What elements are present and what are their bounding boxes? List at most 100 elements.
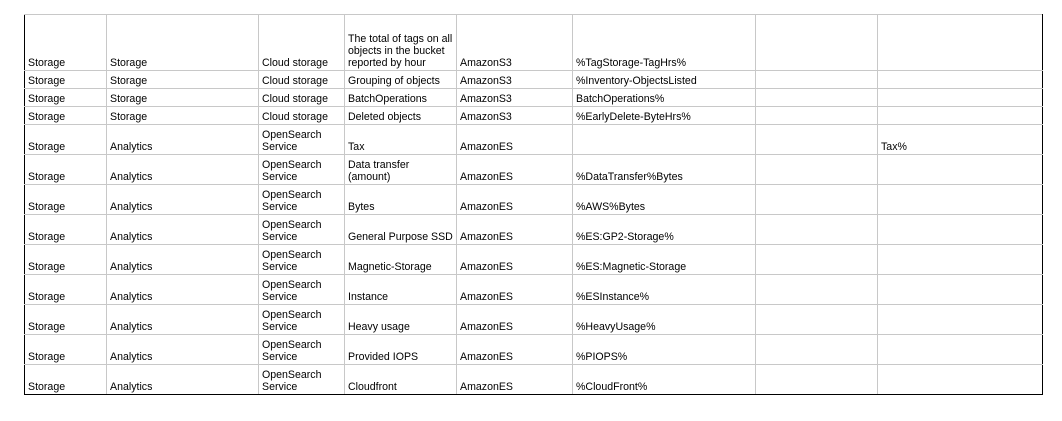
cell[interactable]: Storage xyxy=(106,88,259,107)
cell[interactable]: Storage xyxy=(24,14,107,71)
cell[interactable]: AmazonES xyxy=(456,244,573,275)
cell[interactable]: Tax% xyxy=(877,124,1043,155)
cell[interactable]: AmazonES xyxy=(456,364,573,395)
cell[interactable]: Heavy usage xyxy=(344,304,457,335)
cell[interactable]: Cloudfront xyxy=(344,364,457,395)
cell[interactable]: Cloud storage xyxy=(258,14,345,71)
cell[interactable] xyxy=(877,154,1043,185)
cell[interactable]: %TagStorage-TagHrs% xyxy=(572,14,756,71)
cell[interactable]: AmazonES xyxy=(456,154,573,185)
cell[interactable]: AmazonES xyxy=(456,334,573,365)
cell[interactable]: OpenSearch Service xyxy=(258,334,345,365)
cell[interactable]: %AWS%Bytes xyxy=(572,184,756,215)
cell[interactable]: Cloud storage xyxy=(258,70,345,89)
cell[interactable]: AmazonS3 xyxy=(456,14,573,71)
cell[interactable]: Storage xyxy=(24,154,107,185)
cell[interactable]: Analytics xyxy=(106,274,259,305)
cell[interactable]: Instance xyxy=(344,274,457,305)
cell[interactable]: Analytics xyxy=(106,304,259,335)
cell[interactable]: Analytics xyxy=(106,334,259,365)
cell[interactable] xyxy=(877,244,1043,275)
cell[interactable] xyxy=(755,214,878,245)
cell[interactable]: OpenSearch Service xyxy=(258,124,345,155)
cell[interactable]: Storage xyxy=(24,70,107,89)
cell[interactable]: %ES:Magnetic-Storage xyxy=(572,244,756,275)
cell[interactable]: OpenSearch Service xyxy=(258,214,345,245)
cell[interactable]: The total of tags on all objects in the … xyxy=(344,14,457,71)
cell[interactable]: Cloud storage xyxy=(258,88,345,107)
cell[interactable] xyxy=(877,70,1043,89)
cell[interactable]: OpenSearch Service xyxy=(258,244,345,275)
cell[interactable]: %ES:GP2-Storage% xyxy=(572,214,756,245)
cell[interactable]: Storage xyxy=(24,334,107,365)
cell[interactable]: Storage xyxy=(24,274,107,305)
cell[interactable]: Storage xyxy=(106,70,259,89)
cell[interactable]: Analytics xyxy=(106,244,259,275)
cell[interactable]: Magnetic-Storage xyxy=(344,244,457,275)
cell[interactable] xyxy=(877,334,1043,365)
cell[interactable] xyxy=(877,274,1043,305)
cell[interactable]: Storage xyxy=(24,244,107,275)
cell[interactable]: OpenSearch Service xyxy=(258,364,345,395)
cell[interactable] xyxy=(755,14,878,71)
cell[interactable] xyxy=(755,364,878,395)
cell[interactable]: Storage xyxy=(106,106,259,125)
cell[interactable]: OpenSearch Service xyxy=(258,184,345,215)
cell[interactable]: BatchOperations xyxy=(344,88,457,107)
cell[interactable] xyxy=(755,184,878,215)
cell[interactable]: OpenSearch Service xyxy=(258,154,345,185)
cell[interactable]: AmazonS3 xyxy=(456,70,573,89)
cell[interactable]: General Purpose SSD xyxy=(344,214,457,245)
cell[interactable]: %Inventory-ObjectsListed xyxy=(572,70,756,89)
cell[interactable]: Tax xyxy=(344,124,457,155)
cell[interactable]: %HeavyUsage% xyxy=(572,304,756,335)
cell[interactable]: Analytics xyxy=(106,154,259,185)
cell[interactable] xyxy=(755,334,878,365)
cell[interactable] xyxy=(755,274,878,305)
cell[interactable]: Storage xyxy=(24,88,107,107)
cell[interactable] xyxy=(877,304,1043,335)
cell[interactable]: OpenSearch Service xyxy=(258,304,345,335)
cell[interactable]: Storage xyxy=(106,14,259,71)
cell[interactable] xyxy=(755,88,878,107)
cell[interactable] xyxy=(755,70,878,89)
cell[interactable]: %EarlyDelete-ByteHrs% xyxy=(572,106,756,125)
cell[interactable] xyxy=(877,106,1043,125)
cell[interactable]: Bytes xyxy=(344,184,457,215)
cell[interactable]: Cloud storage xyxy=(258,106,345,125)
cell[interactable]: AmazonS3 xyxy=(456,106,573,125)
cell[interactable]: Grouping of objects xyxy=(344,70,457,89)
cell[interactable] xyxy=(755,154,878,185)
cell[interactable]: AmazonES xyxy=(456,304,573,335)
cell[interactable]: %PIOPS% xyxy=(572,334,756,365)
cell[interactable]: Analytics xyxy=(106,184,259,215)
cell[interactable]: Analytics xyxy=(106,124,259,155)
cell[interactable]: AmazonS3 xyxy=(456,88,573,107)
cell[interactable] xyxy=(755,106,878,125)
cell[interactable]: AmazonES xyxy=(456,214,573,245)
cell[interactable] xyxy=(755,304,878,335)
cell[interactable]: Storage xyxy=(24,214,107,245)
cell[interactable]: %DataTransfer%Bytes xyxy=(572,154,756,185)
cell[interactable]: OpenSearch Service xyxy=(258,274,345,305)
cell[interactable]: Provided IOPS xyxy=(344,334,457,365)
cell[interactable]: Analytics xyxy=(106,364,259,395)
cell[interactable] xyxy=(877,88,1043,107)
cell[interactable]: AmazonES xyxy=(456,274,573,305)
cell[interactable]: %CloudFront% xyxy=(572,364,756,395)
cell[interactable]: Data transfer (amount) xyxy=(344,154,457,185)
cell[interactable]: Storage xyxy=(24,124,107,155)
cell[interactable] xyxy=(877,214,1043,245)
cell[interactable]: Storage xyxy=(24,364,107,395)
cell[interactable]: Storage xyxy=(24,184,107,215)
cell[interactable]: Deleted objects xyxy=(344,106,457,125)
cell[interactable]: %ESInstance% xyxy=(572,274,756,305)
cell[interactable]: BatchOperations% xyxy=(572,88,756,107)
cell[interactable] xyxy=(572,124,756,155)
cell[interactable]: Storage xyxy=(24,106,107,125)
cell[interactable] xyxy=(877,14,1043,71)
cell[interactable] xyxy=(877,364,1043,395)
cell[interactable] xyxy=(755,244,878,275)
cell[interactable]: AmazonES xyxy=(456,184,573,215)
cell[interactable]: Storage xyxy=(24,304,107,335)
